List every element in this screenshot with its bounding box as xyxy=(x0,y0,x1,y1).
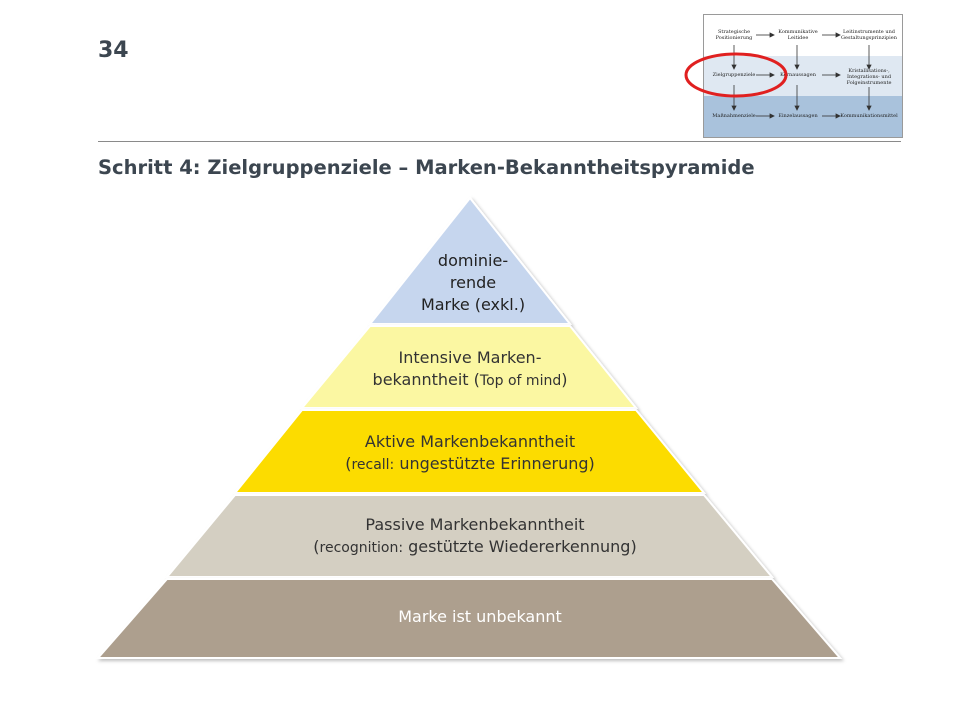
tier-label-line: (recall: ungestützte Erinnerung) xyxy=(290,453,650,476)
tier-label-text: ( xyxy=(313,537,320,556)
tier-label-intensive-awareness: Intensive Marken- bekanntheit (Top of mi… xyxy=(340,347,600,392)
slide-title: Schritt 4: Zielgruppenziele – Marken-Bek… xyxy=(98,156,755,179)
tier-label-term: recognition: xyxy=(319,540,404,556)
thumbnail-label-r3c3: Kommunikationsmittel xyxy=(840,113,898,119)
tier-label-line: Marke ist unbekannt xyxy=(398,607,562,626)
tier-label-passive-awareness: Passive Markenbekanntheit (recognition: … xyxy=(245,514,705,559)
tier-label-text: ( xyxy=(345,454,352,473)
tier-label-unknown-brand: Marke ist unbekannt xyxy=(300,606,660,628)
pyramid-tier-dominant-brand xyxy=(367,196,573,325)
tier-label-text: gestützte Wiedererkennung) xyxy=(403,537,637,556)
pyramid-tier-unknown-brand xyxy=(95,578,843,659)
thumbnail-label-r2c2: Kernaussagen xyxy=(780,72,816,78)
tier-label-text: ungestützte Erinnerung) xyxy=(394,454,595,473)
tier-label-line: Passive Markenbekanntheit xyxy=(365,515,585,534)
thumbnail-label-r1c3: Leitinstrumente und Gestaltungsprinzipie… xyxy=(841,29,897,41)
divider-line xyxy=(98,141,901,142)
tier-label-line: (recognition: gestützte Wiedererkennung) xyxy=(245,536,705,559)
tier-label-text: ) xyxy=(561,370,568,389)
tier-label-text: bekanntheit ( xyxy=(372,370,480,389)
pyramid-tier-active-awareness xyxy=(232,409,707,494)
tier-label-line: Intensive Marken- xyxy=(398,348,542,367)
pyramid-tier-passive-awareness xyxy=(164,494,775,578)
pyramid-tier-intensive-awareness xyxy=(299,325,639,409)
tier-label-line: bekanntheit (Top of mind) xyxy=(340,369,600,392)
tier-label-active-awareness: Aktive Markenbekanntheit (recall: ungest… xyxy=(290,431,650,476)
thumbnail-label-r1c1: Strategische Positionierung xyxy=(715,29,753,41)
tier-label-line: dominie- xyxy=(437,251,509,270)
tier-label-dominant-brand: dominie- rende Marke (exkl.) xyxy=(398,250,548,316)
thumbnail-label-r3c2: Einzelaussagen xyxy=(778,113,818,119)
thumbnail-label-r1c2: Kommunikative Leitidee xyxy=(778,29,818,41)
tier-label-line: Marke (exkl.) xyxy=(420,295,526,314)
tier-label-term: Top of mind xyxy=(479,373,562,389)
page-number: 34 xyxy=(98,38,129,63)
tier-label-line: Aktive Markenbekanntheit xyxy=(364,432,576,451)
thumbnail-label-r2c3: Kristallisations-, Integrations- und Fol… xyxy=(846,68,892,86)
tier-label-term: recall: xyxy=(351,457,395,473)
tier-label-line: rende xyxy=(449,273,497,292)
thumbnail-label-r3c1: Maßnahmenziele xyxy=(712,113,756,119)
